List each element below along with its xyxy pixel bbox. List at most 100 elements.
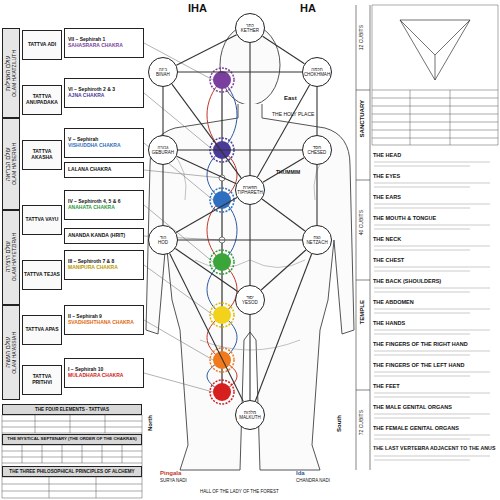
path-line [162,165,163,225]
body-part-heading-text: THE HEAD [373,152,401,158]
sephirah-circle-text: חסד [313,145,321,150]
sephirah-circle: גבורהGEBURAH [148,135,178,165]
tree-path [317,165,318,225]
text-label: SURYA NADI [160,479,187,484]
tattva-box-text: TATTVA PRITHVI [24,374,60,385]
sephirah-circle: כתרKETHER [235,13,265,43]
world-band-text: עולם הבריאה [5,143,12,185]
chakra-label: I – Sephirah 10MULADHARA CHAKRA [64,358,144,388]
tree-path [172,84,241,178]
band-text-group: עולם היצירהOLAM HA'YETZIRAH [5,233,17,281]
tree-path [263,36,305,64]
golden-triangle [400,20,470,80]
chakra-label: V – SephirahVISHUDDHA CHAKRA [64,128,144,158]
body-part-heading: THE FINGERS OF THE RIGHT HAND [372,339,498,349]
sephirah-circle-text: מלכות [244,410,256,415]
text-label: HA [300,2,316,14]
tree-path [170,253,244,401]
world-band-text: OLAM HA'ASSIAH [12,332,18,374]
sephirah-circle: בינהBINAH [148,57,178,87]
text-label: Ida [296,470,305,477]
body-part-heading: THE FEET [372,381,498,391]
table-heading: THE MYSTICAL SEPTENARY (THE ORDER OF THE… [2,434,142,445]
text-label: 12 CUBITS [359,25,365,50]
sephirah-circle-text: HOD [158,240,168,245]
tattva-box: TATTVA APAS [22,315,62,345]
tattva-box: TATTVA ANUPADAKA [22,85,62,115]
band-text-group: עולם האצילותOLAM HA'ATZILUTH [5,50,17,97]
body-part-heading: THE MALE GENITAL ORGANS [372,402,498,412]
text-label: North [147,415,154,431]
chakra-label: LALANA CHAKRA [64,162,144,178]
tree-path [250,205,251,285]
body-part-heading: THE HEAD [372,150,498,160]
tree-path [257,85,309,177]
body-part-heading-text: THE FINGERS OF THE RIGHT HAND [373,341,468,347]
world-band-text: עולם היצירה [5,233,12,281]
text-label: South [336,415,343,432]
body-part-heading: THE CHEST [372,255,498,265]
correspondence-table [372,5,498,145]
path-line [176,197,237,232]
sephirah-circle-text: TIPHARETH [237,190,263,195]
world-band-text: OLAM HA'ATZILUTH [12,50,18,97]
path-line [263,36,305,64]
world-band-text: OLAM HA'YETZIRAH [12,233,18,281]
path-line [172,84,241,178]
text-line [374,162,490,460]
chakra-label-text: ANANDA KANDA (HRIT) [68,233,125,239]
text-label: CHANDRA NADI [296,479,330,484]
body-part-heading: THE HANDS [372,318,498,328]
tree-path [263,158,304,183]
world-band: עולם הבריאהOLAM HA'BERIAH [2,118,20,210]
path-line [249,205,250,285]
body-part-heading-text: THE MALE GENITAL ORGANS [373,404,452,410]
tattva-box: TATTVA PRITHVI [22,365,62,395]
tree-path [176,197,237,232]
body-part-heading: THE LAST VERTEBRA ADJACENT TO THE ANUS [372,444,498,454]
world-band: עולם היצירהOLAM HA'YETZIRAH [2,210,20,305]
sephirah-circle-text: יסוד [246,295,254,300]
chakra-label-text: SAHASRARA CHAKRA [68,43,123,49]
path-line [261,250,306,290]
tattva-box-text: TATTVA VAYU [26,217,59,223]
path-line [178,149,302,150]
chakra-petals [210,348,234,372]
tree-path [163,165,164,225]
body-part-heading: THE NECK [372,234,498,244]
path-line [257,85,309,177]
sephirah-circle-text: GEBURAH [152,150,174,155]
path-line [262,199,305,231]
body-part-heading-text: THE BACK (SHOULDERS) [373,278,441,284]
sephirah-circle-text: KETHER [241,28,259,33]
tattva-box: TATTVA VAYU [22,205,62,235]
chakra-symbol [213,71,231,89]
tattva-box-text: TATTVA APAS [25,327,58,333]
sephirah-circle: חסדCHESED [302,135,332,165]
path-line [178,239,302,240]
sephirah-circle: הודHOD [148,225,178,255]
tree-path [255,254,311,401]
body-part-heading-text: THE FEET [373,383,400,389]
sephirah-circle-text: YESOD [242,300,258,305]
table-heading: THE FOUR ELEMENTS - TATTVAS [2,404,142,415]
sephirah-circle: תפארתTIPHARETH [235,175,265,205]
body-part-heading-text: THE EARS [373,194,401,200]
text-label: East [284,95,297,102]
path-line [249,43,250,175]
band-text-group: עולם הבריאהOLAM HA'BERIAH [5,143,17,185]
tree-path [176,35,236,65]
chakra-label: II – Sephirah 9SVADHISHTHANA CHAKRA [64,305,144,335]
body-part-heading-text: THE HANDS [373,320,405,326]
table-heading-text: THE MYSTICAL SEPTENARY (THE ORDER OF THE… [7,437,136,442]
body-part-heading: THE EARS [372,192,498,202]
tree-path [250,315,251,400]
text-label: IHA [188,2,207,14]
sephirah-circle: נצחNETZACH [302,225,332,255]
world-band-text: עולם האצילות [5,50,12,97]
chakra-label-text: MULADHARA CHAKRA [68,373,123,379]
sephirah-circle-text: כתר [246,23,254,28]
tree-path [177,156,237,183]
chakra-petals [210,250,234,274]
body-part-heading: THE ABDOMEN [372,297,498,307]
